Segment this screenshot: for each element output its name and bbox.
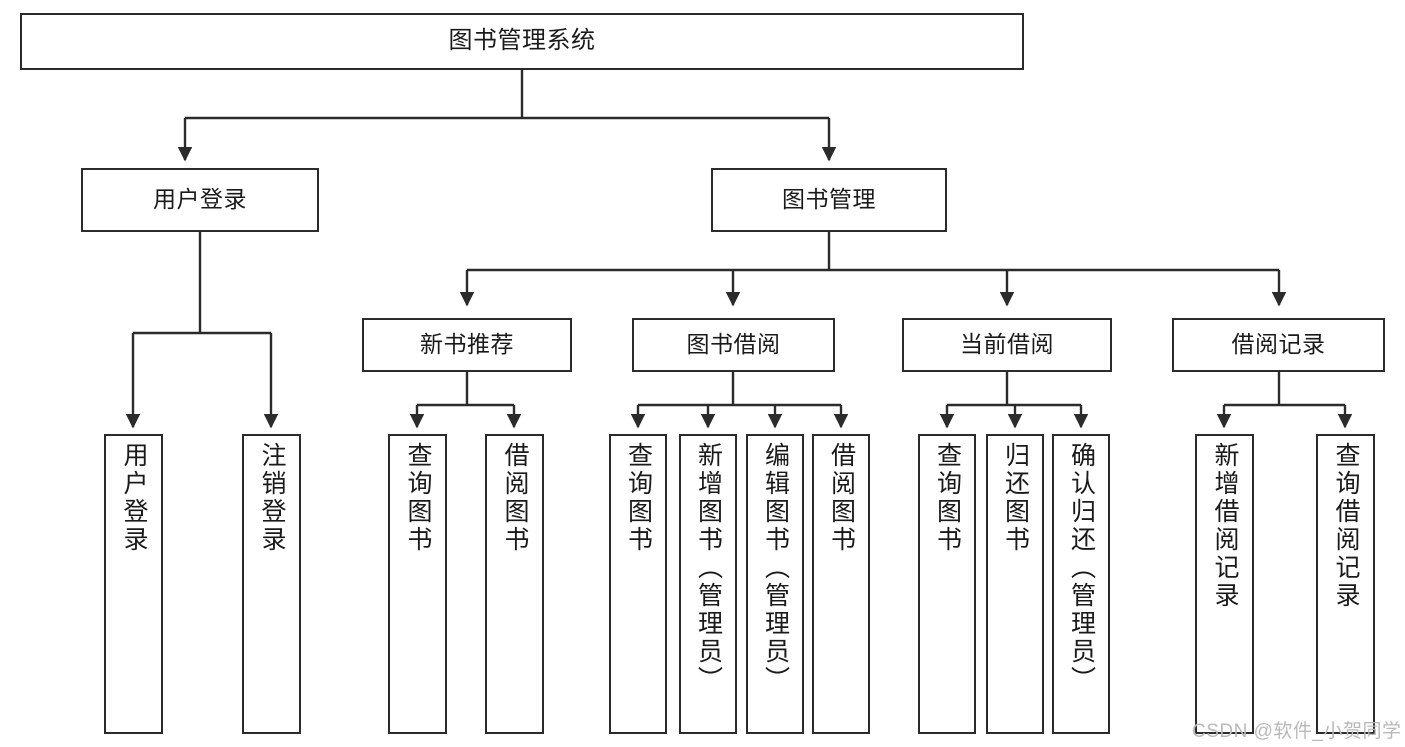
- node-label: 新增图书（管理员）: [694, 442, 723, 694]
- leaf-user-login[interactable]: 用户登录: [104, 434, 163, 734]
- node-label: 借阅图书: [827, 442, 856, 554]
- node-label: 借阅记录: [1231, 331, 1326, 358]
- node-label: 查询图书: [933, 442, 962, 554]
- leaf-search-book-current[interactable]: 查询图书: [918, 434, 976, 734]
- node-label: 图书借阅: [686, 331, 781, 358]
- node-book-management[interactable]: 图书管理: [711, 168, 947, 232]
- leaf-search-book-borrow[interactable]: 查询图书: [609, 434, 667, 734]
- leaf-confirm-return-admin[interactable]: 确认归还（管理员）: [1052, 434, 1110, 734]
- node-current-borrow[interactable]: 当前借阅: [902, 318, 1112, 372]
- node-label: 归还图书: [1001, 442, 1030, 554]
- node-root-system[interactable]: 图书管理系统: [20, 13, 1024, 70]
- node-label: 注销登录: [258, 442, 286, 554]
- leaf-borrow-book-recommend[interactable]: 借阅图书: [485, 434, 544, 734]
- node-label: 当前借阅: [960, 331, 1054, 358]
- watermark: CSDN @软件_小贺同学: [1192, 721, 1402, 742]
- node-user-login[interactable]: 用户登录: [81, 168, 319, 232]
- node-label: 确认归还（管理员）: [1067, 442, 1096, 694]
- leaf-return-book[interactable]: 归还图书: [986, 434, 1044, 734]
- leaf-search-book-recommend[interactable]: 查询图书: [388, 434, 447, 734]
- node-label: 图书管理: [782, 186, 876, 213]
- leaf-add-book-admin[interactable]: 新增图书（管理员）: [679, 434, 737, 734]
- node-label: 用户登录: [153, 186, 247, 213]
- leaf-borrow-book[interactable]: 借阅图书: [812, 434, 870, 734]
- node-label: 查询图书: [624, 442, 653, 554]
- node-label: 新增借阅记录: [1211, 442, 1239, 610]
- leaf-search-borrow-record[interactable]: 查询借阅记录: [1316, 434, 1375, 734]
- node-label: 编辑图书（管理员）: [761, 442, 790, 694]
- leaf-add-borrow-record[interactable]: 新增借阅记录: [1195, 434, 1254, 734]
- node-label: 新书推荐: [420, 331, 514, 358]
- leaf-logout[interactable]: 注销登录: [242, 434, 301, 734]
- node-new-book-recommend[interactable]: 新书推荐: [362, 318, 572, 372]
- node-label: 图书管理系统: [448, 27, 596, 55]
- node-label: 查询借阅记录: [1332, 442, 1360, 610]
- node-borrow-record[interactable]: 借阅记录: [1172, 318, 1385, 372]
- leaf-edit-book-admin[interactable]: 编辑图书（管理员）: [746, 434, 804, 734]
- node-label: 查询图书: [404, 442, 432, 554]
- node-label: 用户登录: [120, 442, 148, 554]
- node-label: 借阅图书: [501, 442, 529, 554]
- node-book-borrow[interactable]: 图书借阅: [632, 318, 835, 372]
